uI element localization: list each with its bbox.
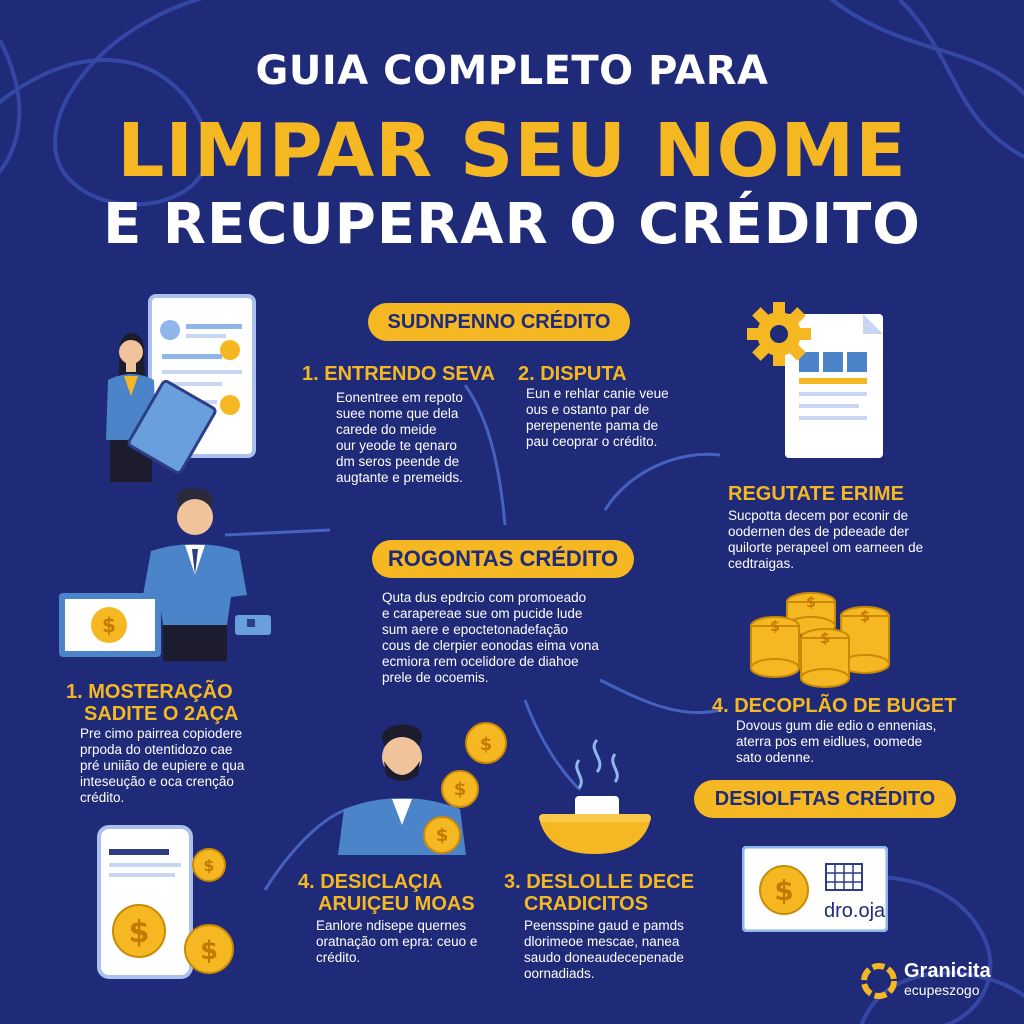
regutate-text: Sucpotta decem por econir de oodernen de… [728, 508, 948, 572]
card-with-dollar-icon: $ dro.oja [741, 845, 889, 933]
card-graphic: $ [741, 845, 889, 933]
document-with-gear-icon [747, 302, 883, 458]
title-line-2: LIMPAR SEU NOME [117, 108, 907, 194]
decoplao-line: aterra pos em eidlues, oomede [736, 734, 923, 749]
section-1-title: 1. ENTRENDO SEVA [302, 363, 495, 385]
middle-line: Quta dus epdrcio com promoeado [382, 590, 587, 605]
man-with-coins-icon: $ $ $ [338, 722, 507, 855]
section-2-line: pau ceoprar o crédito. [526, 434, 658, 449]
regutate-line: Sucpotta decem por econir de [728, 508, 909, 523]
desiclacia-title-b: ARUIÇEU MOAS [318, 893, 475, 915]
svg-text:$: $ [203, 856, 214, 875]
section-1-line: our yeode te qenaro [336, 438, 457, 453]
pill-middle: ROGONTAS CRÉDITO [372, 540, 634, 578]
desiclacia-line: crédito. [316, 950, 361, 965]
section-1-line: suee nome que dela [336, 406, 459, 421]
mosteracao-text: Pre cimo pairrea copiodere prpoda do ote… [80, 726, 280, 806]
mosteracao-line: pré uniião de eupiere e qua [80, 758, 245, 773]
middle-line: cous de clerpier eonodas eima vona [382, 638, 599, 653]
title-line-1: GUIA COMPLETO PARA [255, 48, 769, 94]
desiclacia-line: Eanlore ndisepe quernes [316, 918, 467, 933]
svg-text:$: $ [770, 619, 780, 635]
middle-line: prele de ocoemis. [382, 670, 489, 685]
deslolle-line: saudo doneaudecepenade [524, 950, 684, 965]
svg-text:$: $ [774, 874, 793, 907]
deslolle-line: dlorimeoe mescae, nanea [524, 934, 680, 949]
mosteracao-line: prpoda do otentidozo cae [80, 742, 233, 757]
svg-text:$: $ [454, 779, 467, 800]
granicita-logo-icon [861, 963, 897, 999]
section-2-title: 2. DISPUTA [518, 363, 627, 385]
section-2-line: Eun e rehlar canie veue [526, 386, 669, 401]
title-line-3: E RECUPERAR O CRÉDITO [103, 192, 921, 257]
svg-text:$: $ [436, 825, 449, 846]
woman-with-clipboard-icon [106, 294, 256, 482]
pill-right: DESIOLFTAS CRÉDITO [694, 780, 956, 818]
svg-text:$: $ [129, 915, 150, 950]
regutate-line: cedtraigas. [728, 556, 795, 571]
mosteracao-title-a: 1. MOSTERAÇÃO [66, 681, 233, 703]
svg-text:$: $ [480, 734, 493, 755]
section-1-text: Eonentree em repoto suee nome que dela c… [336, 390, 496, 486]
middle-text: Quta dus epdrcio com promoeado e caraper… [382, 590, 632, 686]
svg-text:$: $ [820, 631, 830, 647]
card-text: dro.oja [824, 900, 886, 922]
brand-logo: Granicita ecupeszogo [860, 958, 1020, 1008]
deslolle-title-b: CRADICITOS [524, 893, 649, 915]
pill-top: SUDNPENNO CRÉDITO [368, 303, 630, 341]
brand-tagline: ecupeszogo [904, 982, 980, 998]
svg-text:$: $ [102, 613, 116, 637]
desiclacia-text: Eanlore ndisepe quernes oratnação om epr… [316, 918, 496, 966]
section-1-line: Eonentree em repoto [336, 390, 463, 405]
mosteracao-title-b: SADITE O 2AÇA [84, 703, 239, 725]
steaming-bowl-icon [539, 738, 651, 854]
section-1-line: augtante e premeids. [336, 470, 463, 485]
deslolle-line: Peensspine gaud e pamds [524, 918, 684, 933]
regutate-line: oodernen des de pdeeade der [728, 524, 909, 539]
mosteracao-line: crédito. [80, 790, 125, 805]
middle-line: e carapereae sue om pucide lude [382, 606, 583, 621]
deslolle-title-a: 3. DESLOLLE DECE [504, 871, 695, 893]
svg-text:$: $ [860, 609, 870, 625]
middle-line: sum aere e epoctetonadefação [382, 622, 569, 637]
desiclacia-title-a: 4. DESICLAÇIA [298, 871, 443, 893]
deslolle-text: Peensspine gaud e pamds dlorimeoe mescae… [524, 918, 704, 982]
svg-text:$: $ [806, 595, 816, 611]
mosteracao-line: Pre cimo pairrea copiodere [80, 726, 243, 741]
phone-with-dollar-icon: $ $ $ [97, 825, 234, 979]
businessman-with-laptop-icon: $ [59, 488, 271, 661]
section-2-line: ous e ostanto par de [526, 402, 650, 417]
section-2-line: perepenente pama de [526, 418, 659, 433]
middle-line: ecmiora rem ocelidore de diahoe [382, 654, 579, 669]
desiclacia-line: oratnação om epra: ceuo e [316, 934, 478, 949]
section-1-line: carede do meide [336, 422, 437, 437]
svg-text:$: $ [200, 936, 218, 966]
decoplao-line: Dovous gum die edio o ennenias, [736, 718, 937, 733]
decoplao-text: Dovous gum die edio o ennenias, aterra p… [736, 718, 956, 766]
decoplao-line: sato odenne. [736, 750, 815, 765]
regutate-title: REGUTATE ERIME [728, 483, 904, 505]
regutate-line: quilorte perapeel om earneen de [728, 540, 924, 555]
section-1-line: dm seros peende de [336, 454, 460, 469]
mosteracao-line: inteseução e oca crenção [80, 774, 234, 789]
brand-name: Granicita [904, 960, 991, 982]
decoplao-title: 4. DECOPLÃO DE BUGET [712, 695, 957, 717]
coin-stack-icon: $ $ $ $ [750, 592, 890, 688]
deslolle-line: oornadiads. [524, 966, 595, 981]
section-2-text: Eun e rehlar canie veue ous e ostanto pa… [526, 386, 706, 450]
